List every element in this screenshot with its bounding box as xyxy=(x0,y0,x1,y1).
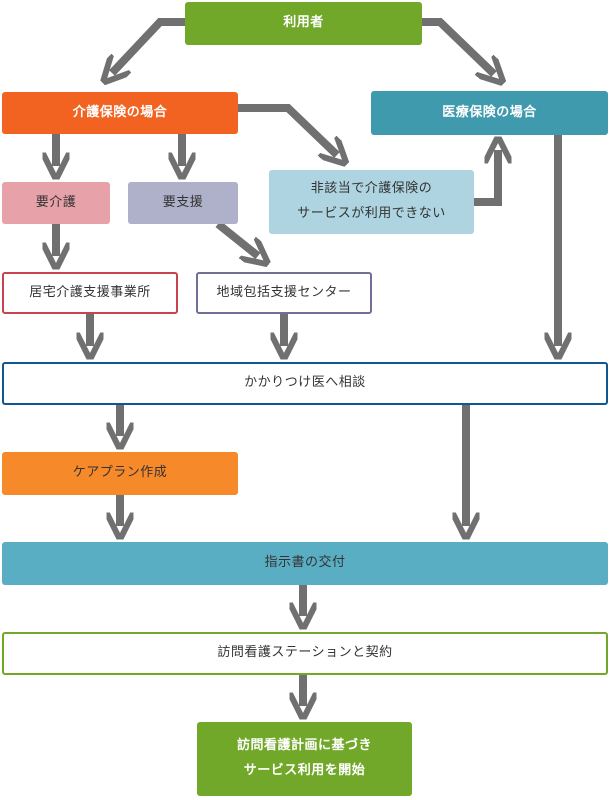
arrow-user-to-iryo xyxy=(422,18,494,74)
node-consult-doctor-label: かかりつけ医へ相談 xyxy=(244,375,366,391)
node-care-plan: ケアプラン作成 xyxy=(2,452,238,495)
arrow-higaitou-to-iryo xyxy=(474,150,498,206)
node-support-required: 要支援 xyxy=(128,182,238,224)
node-start-service: 訪問看護計画に基づき サービス利用を開始 xyxy=(197,722,412,796)
node-kaigo-insurance: 介護保険の場合 xyxy=(2,92,238,134)
node-care-plan-label: ケアプラン作成 xyxy=(72,465,168,481)
node-start-service-label: 訪問看護計画に基づき サービス利用を開始 xyxy=(236,738,372,778)
node-user: 利用者 xyxy=(185,2,422,45)
node-consult-doctor: かかりつけ医へ相談 xyxy=(2,362,608,405)
node-medical-insurance-label: 医療保険の場合 xyxy=(442,104,537,120)
node-support-required-label: 要支援 xyxy=(162,194,204,210)
node-community-support-center-label: 地域包括支援センター xyxy=(216,284,352,300)
node-kaigo-insurance-label: 介護保険の場合 xyxy=(72,104,168,120)
arrow-kaigo-to-higaitou xyxy=(238,104,337,155)
node-community-support-center: 地域包括支援センター xyxy=(196,272,372,314)
node-home-care-office: 居宅介護支援事業所 xyxy=(2,272,178,314)
arrow-user-to-kaigo xyxy=(112,18,185,73)
node-user-label: 利用者 xyxy=(283,15,324,31)
node-contract-station-label: 訪問看護ステーションと契約 xyxy=(217,645,393,661)
node-issue-instructions: 指示書の交付 xyxy=(2,542,608,585)
node-care-required-label: 要介護 xyxy=(35,194,77,210)
node-care-required: 要介護 xyxy=(2,182,110,224)
node-medical-insurance: 医療保険の場合 xyxy=(371,91,608,135)
node-issue-instructions-label: 指示書の交付 xyxy=(264,555,346,571)
node-home-care-office-label: 居宅介護支援事業所 xyxy=(29,284,151,300)
arrow-yoshien-to-chiiki xyxy=(215,220,258,256)
node-not-eligible-label: 非該当で介護保険の サービスが利用できない xyxy=(297,181,446,221)
node-not-eligible: 非該当で介護保険の サービスが利用できない xyxy=(269,170,474,234)
node-contract-station: 訪問看護ステーションと契約 xyxy=(2,632,608,675)
